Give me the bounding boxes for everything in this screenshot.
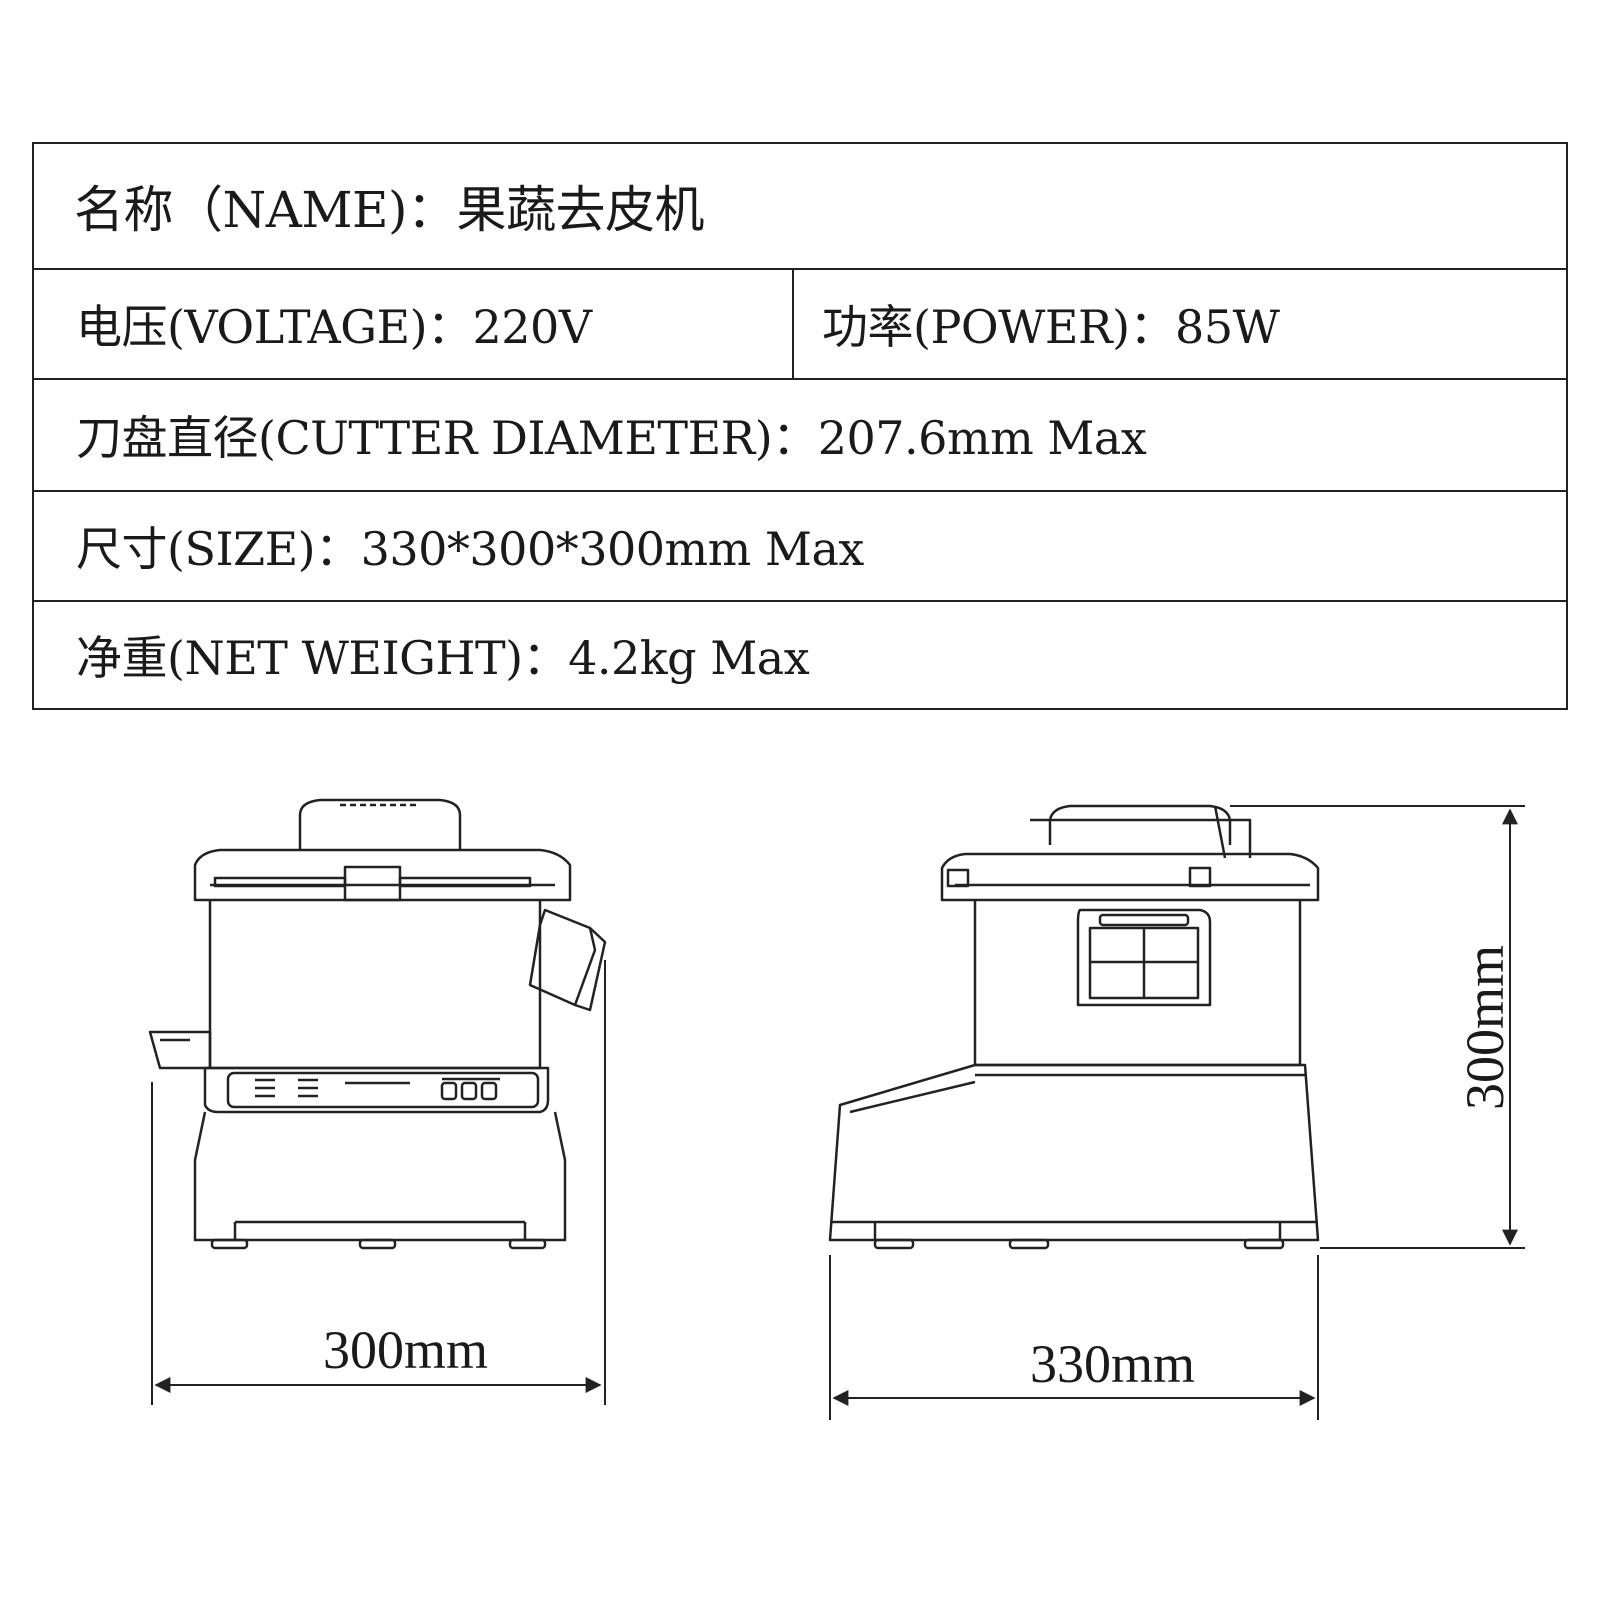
spec-row-size: 尺寸(SIZE)：330*300*300mm Max (34, 492, 1566, 602)
side-width-label: 330mm (1030, 1334, 1195, 1394)
spec-power: 功率(POWER)：85W (822, 300, 1280, 354)
spec-size: 尺寸(SIZE)：330*300*300mm Max (76, 522, 864, 576)
spec-table: 名称（NAME)：果蔬去皮机 电压(VOLTAGE)：220V 功率(POWER… (32, 142, 1568, 710)
spec-name: 名称（NAME)：果蔬去皮机 (74, 181, 705, 239)
power-cell: 功率(POWER)：85W (794, 270, 1566, 378)
spec-row-cutter: 刀盘直径(CUTTER DIAMETER)：207.6mm Max (34, 380, 1566, 492)
dimension-lines (151, 805, 1525, 1420)
height-label: 300mm (1455, 945, 1515, 1110)
spec-row-weight: 净重(NET WEIGHT)：4.2kg Max (34, 602, 1566, 708)
spec-voltage: 电压(VOLTAGE)：220V (76, 300, 592, 354)
voltage-cell: 电压(VOLTAGE)：220V (34, 270, 794, 378)
spec-row-electrical: 电压(VOLTAGE)：220V 功率(POWER)：85W (34, 270, 1566, 380)
machine-drawing: 300mm 330mm 300mm (148, 798, 1525, 1420)
front-view (148, 798, 607, 1250)
spec-net-weight: 净重(NET WEIGHT)：4.2kg Max (76, 631, 810, 685)
side-view (828, 804, 1320, 1250)
spec-cutter-diameter: 刀盘直径(CUTTER DIAMETER)：207.6mm Max (76, 411, 1147, 465)
front-width-label: 300mm (323, 1320, 488, 1380)
spec-row-name: 名称（NAME)：果蔬去皮机 (34, 144, 1566, 270)
